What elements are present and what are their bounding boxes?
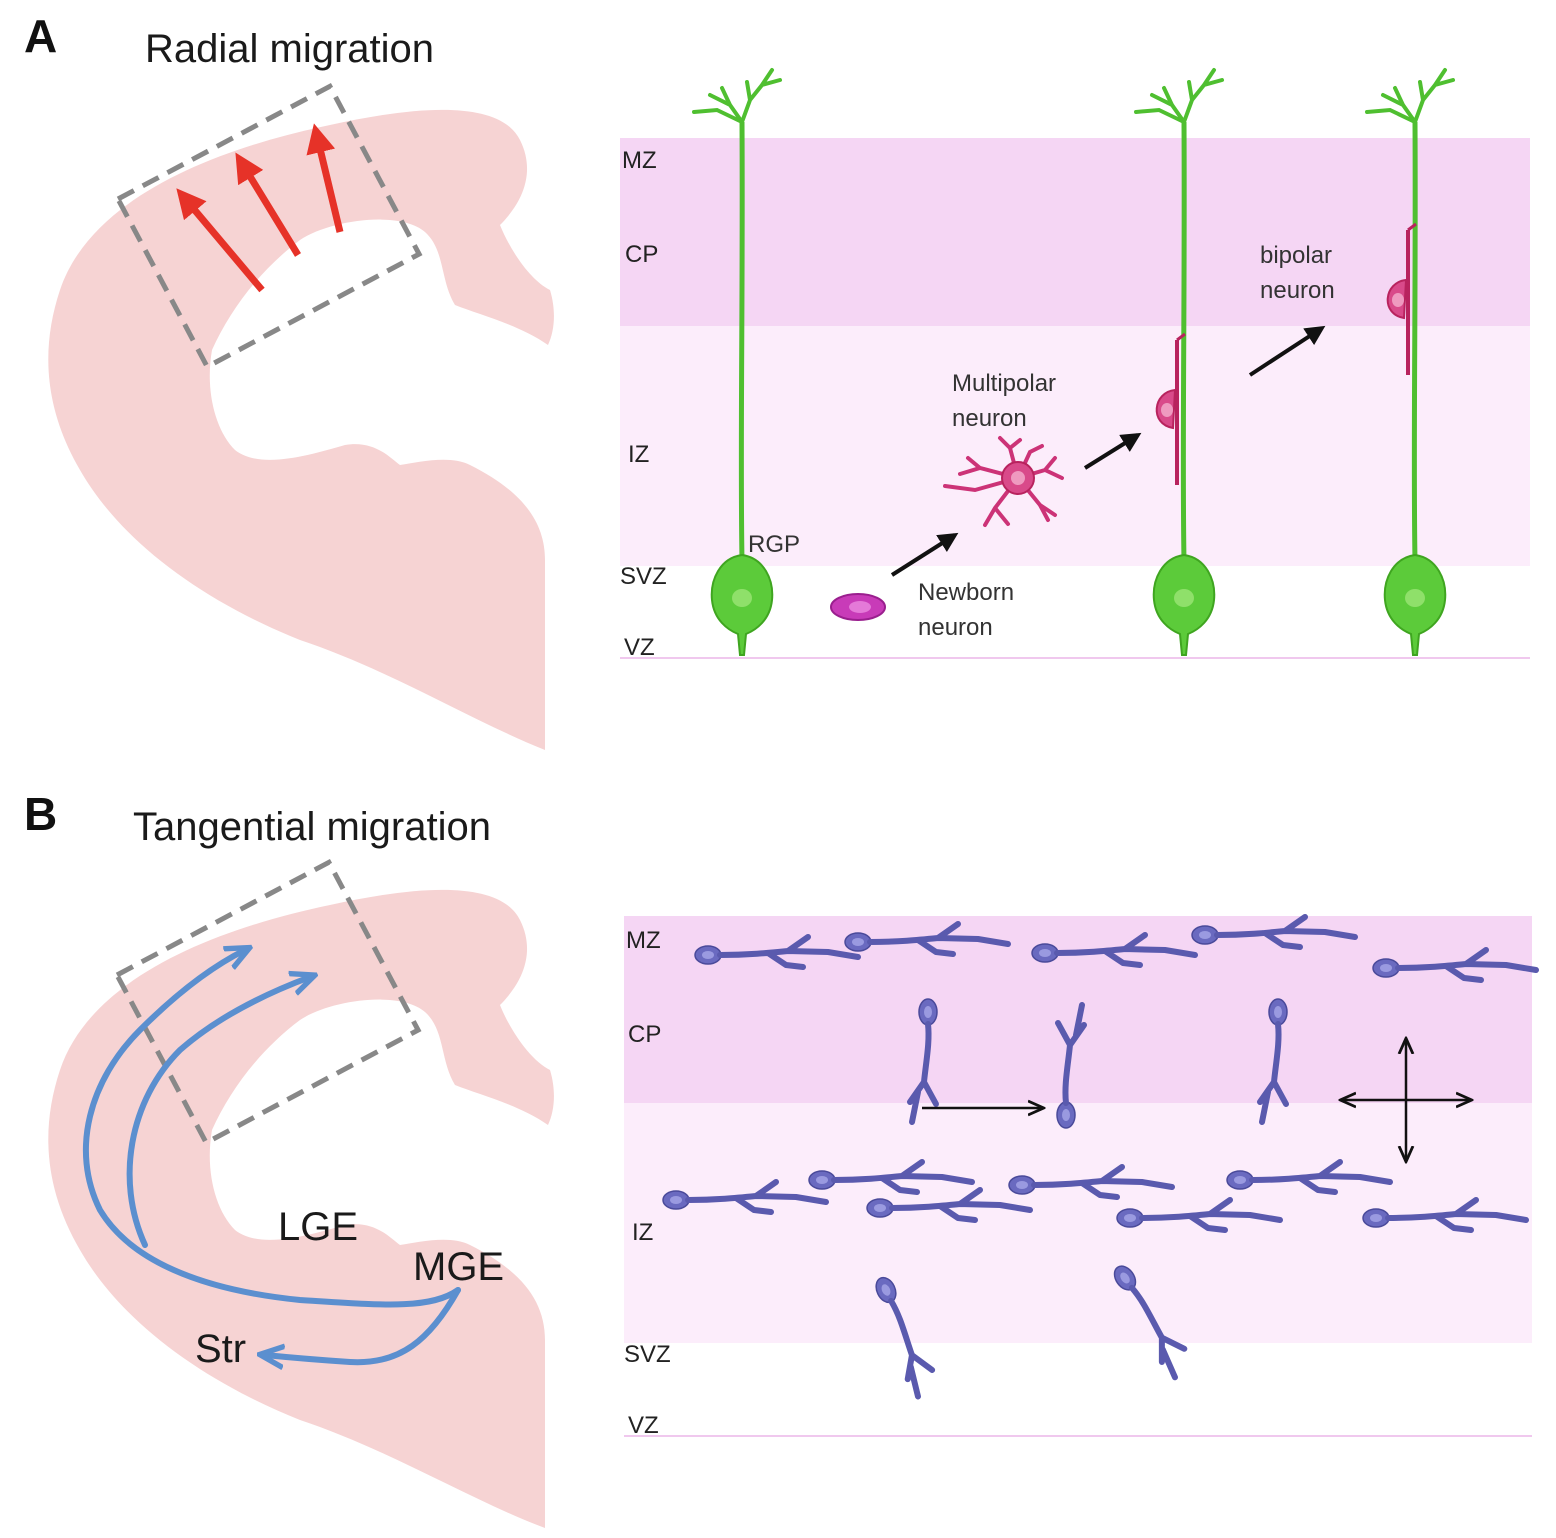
multipolar-label-1: Multipolar <box>952 370 1056 397</box>
cortex-layers-a <box>620 138 1530 659</box>
panel-b: B Tangential migration LGE MGE Str MZ CP… <box>24 788 1536 1528</box>
radial-dashed-box <box>114 82 423 371</box>
layer-label-iz-b: IZ <box>632 1219 653 1246</box>
panel-b-letter: B <box>24 788 57 840</box>
layer-label-svz-b: SVZ <box>624 1341 671 1368</box>
panel-a: A Radial migration MZ CP IZ SVZ VZ <box>24 10 1530 751</box>
str-label: Str <box>195 1327 246 1371</box>
layer-labels-a: MZ CP IZ SVZ VZ <box>620 147 667 661</box>
brain-section-a <box>48 109 554 751</box>
newborn-label-2: neuron <box>918 614 993 641</box>
layer-label-cp-b: CP <box>628 1021 661 1048</box>
lge-label: LGE <box>278 1205 358 1249</box>
layer-label-cp: CP <box>625 241 658 268</box>
direction-arrows-b <box>922 1040 1470 1160</box>
tangential-dashed-box <box>113 858 422 1147</box>
rgp-label: RGP <box>748 531 800 558</box>
layer-label-vz-b: VZ <box>628 1412 659 1439</box>
brain-section-b <box>48 889 554 1528</box>
migration-arrows-a <box>890 325 1326 577</box>
tangential-arrows <box>82 950 461 1362</box>
cell-labels-a: RGP Newborn neuron Multipolar neuron bip… <box>748 242 1335 641</box>
panel-a-title: Radial migration <box>145 27 434 71</box>
layer-label-mz: MZ <box>622 147 657 174</box>
region-labels: LGE MGE Str <box>195 1205 504 1371</box>
multipolar-neuron <box>943 436 1064 527</box>
bipolar-label-1: bipolar <box>1260 242 1332 269</box>
panel-b-title: Tangential migration <box>133 805 491 849</box>
newborn-neuron <box>830 593 886 621</box>
layer-label-mz-b: MZ <box>626 927 661 954</box>
layer-labels-b: MZ CP IZ SVZ VZ <box>624 927 671 1439</box>
layer-label-svz: SVZ <box>620 563 667 590</box>
mge-label: MGE <box>413 1245 504 1289</box>
layer-label-iz: IZ <box>628 441 649 468</box>
cortex-layers-b <box>624 916 1532 1437</box>
layer-label-vz: VZ <box>624 634 655 661</box>
multipolar-label-2: neuron <box>952 405 1027 432</box>
panel-a-letter: A <box>24 10 57 62</box>
bipolar-label-2: neuron <box>1260 277 1335 304</box>
radial-arrows <box>176 123 344 293</box>
newborn-label-1: Newborn <box>918 579 1014 606</box>
